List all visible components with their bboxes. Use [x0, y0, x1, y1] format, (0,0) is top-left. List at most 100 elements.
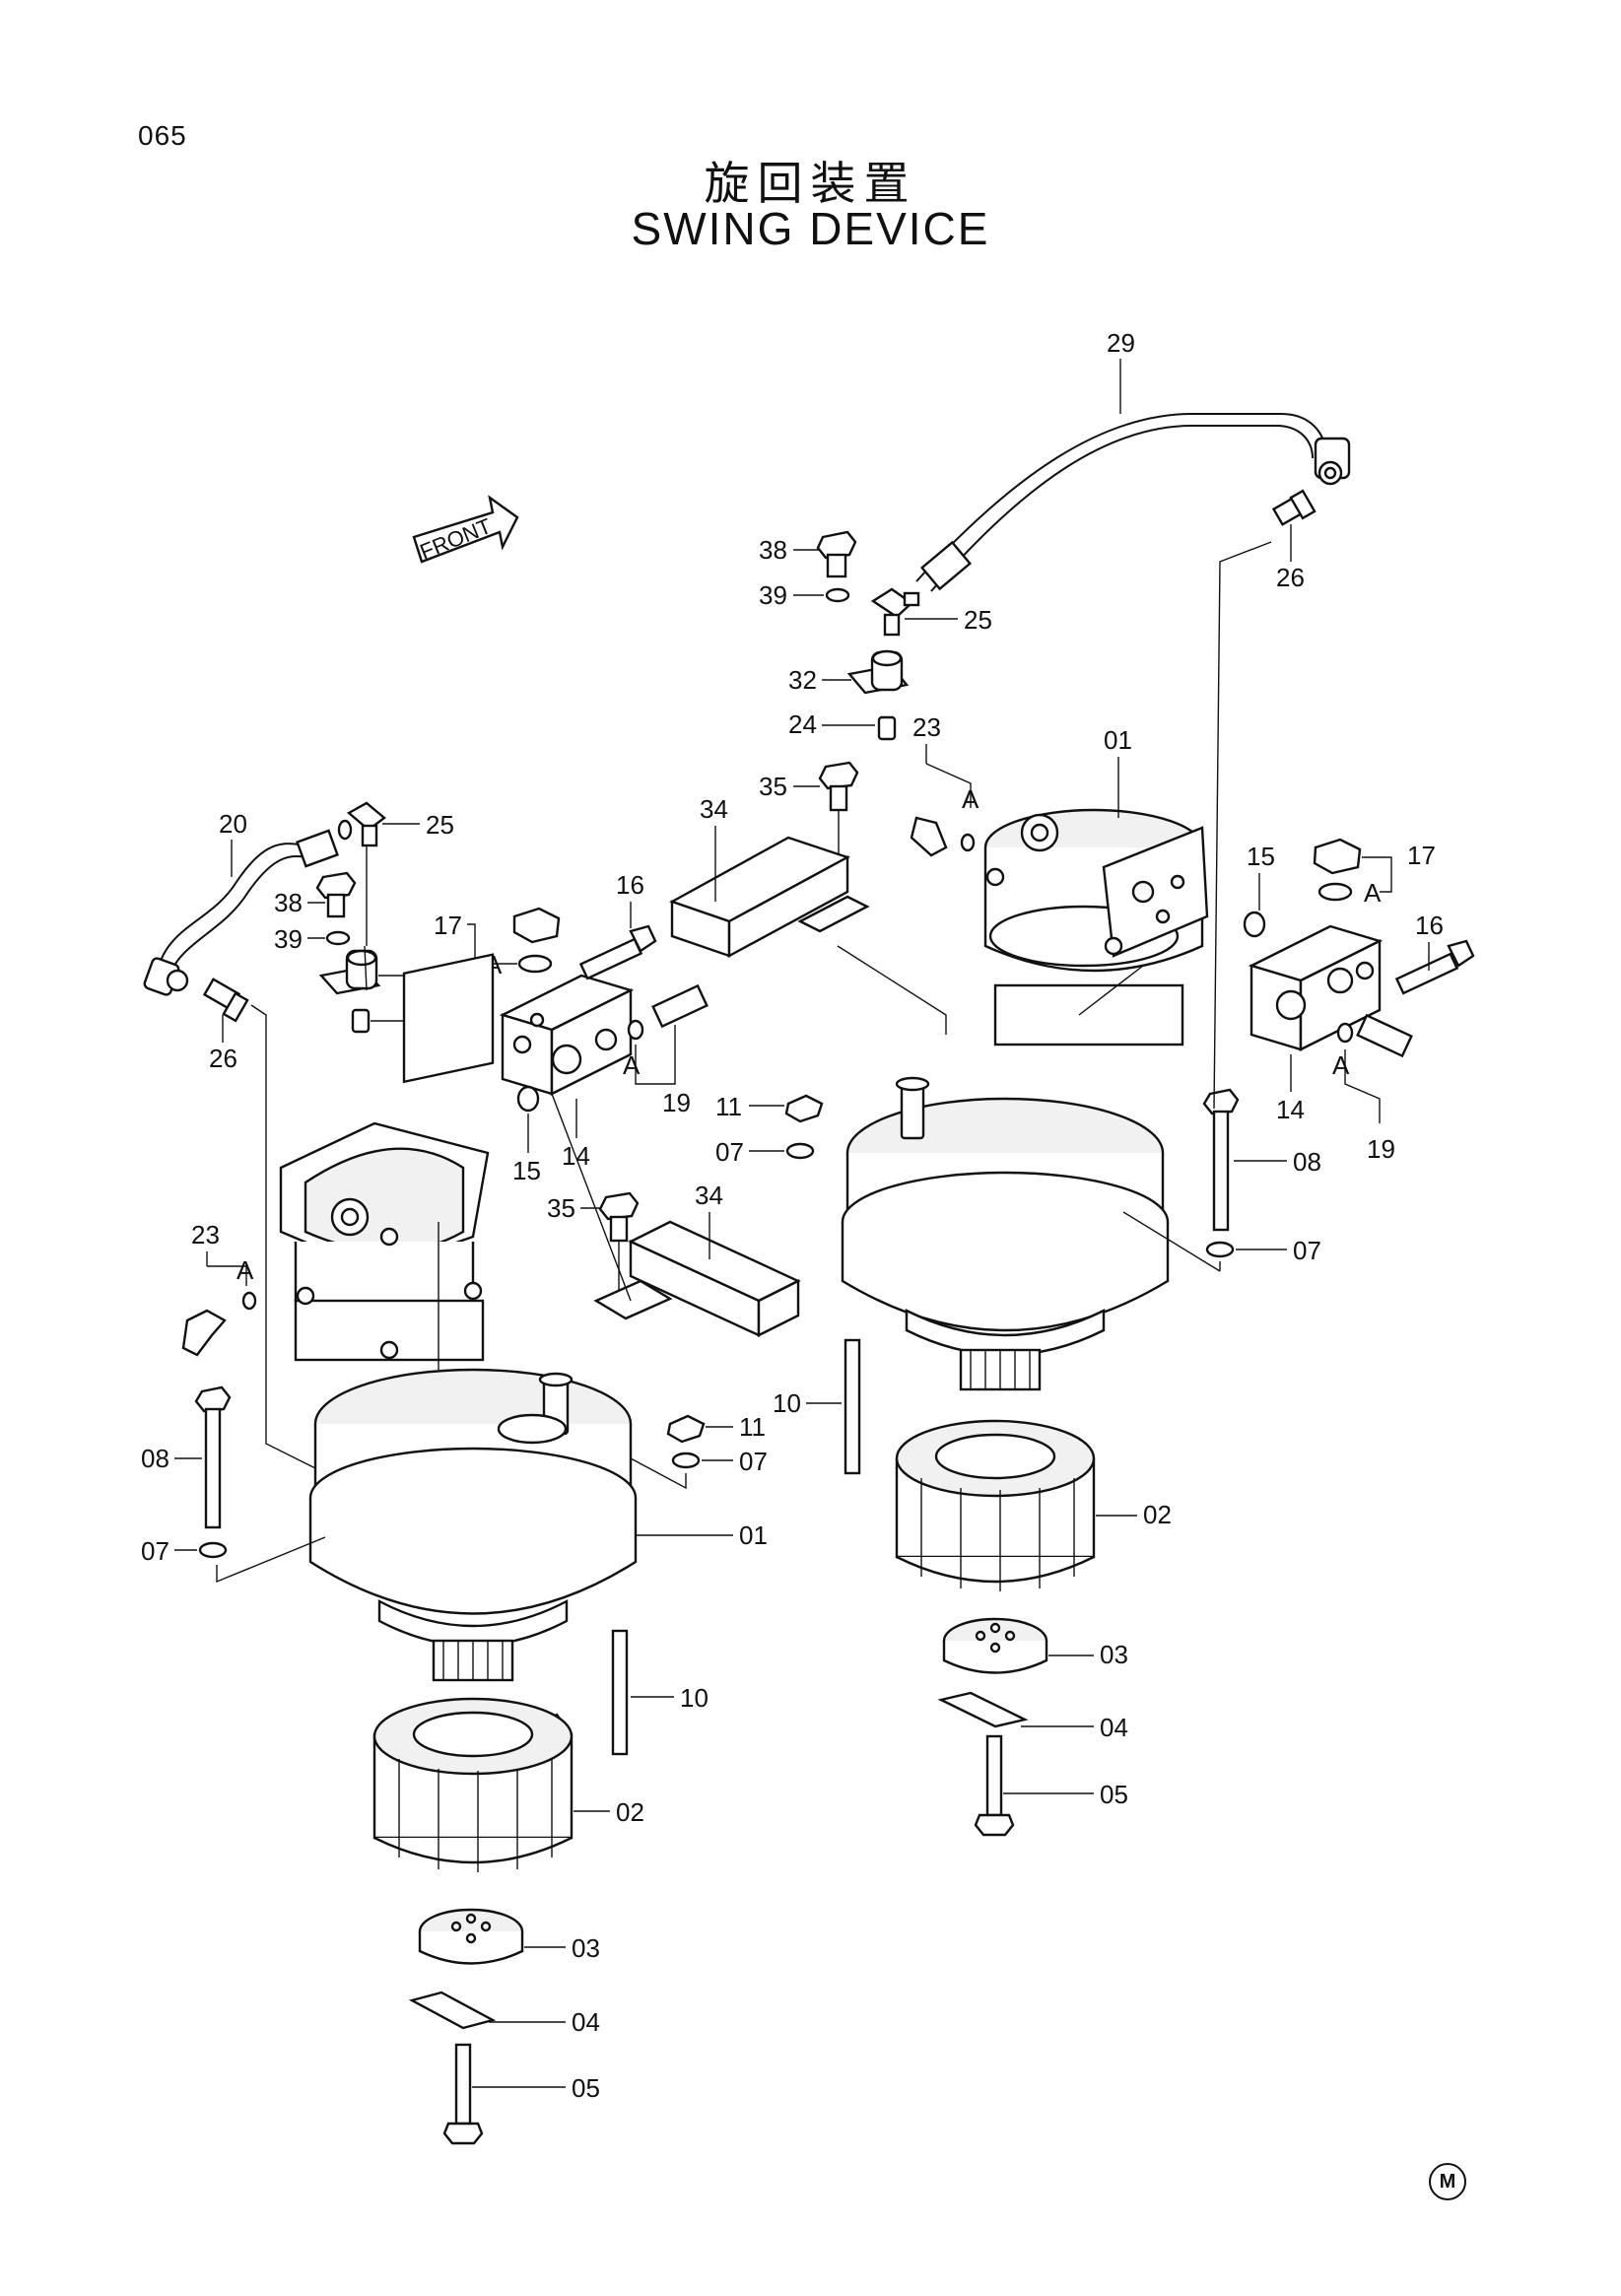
bolt-05-lower — [442, 2043, 484, 2145]
callout-20: 20 — [219, 809, 247, 839]
page-title-japanese: 旋回装置 — [704, 158, 917, 209]
bolt-05-upper — [974, 1734, 1015, 1837]
callout-a-right-bottom: A — [1332, 1050, 1350, 1080]
callout-15-left: 15 — [512, 1156, 541, 1185]
swing-motor-01-lower — [279, 953, 495, 1362]
page-title-english: SWING DEVICE — [631, 203, 990, 254]
callout-26-upper: 26 — [1276, 563, 1305, 592]
elbow-fitting-23-upper — [910, 816, 976, 857]
swing-motor-01-upper — [983, 808, 1209, 1047]
bolt-16-left — [578, 924, 657, 980]
callout-01-lower: 01 — [739, 1520, 768, 1550]
callout-05-upper: 05 — [1100, 1780, 1128, 1809]
plug-24-upper — [877, 715, 897, 741]
manifold-block-14-right — [1248, 924, 1384, 1051]
callout-11-upper: 11 — [715, 1092, 742, 1121]
nut-11-lower — [666, 1414, 706, 1444]
washer-39-upper — [825, 587, 850, 603]
callout-38-lower: 38 — [274, 888, 303, 917]
pinion-gear-02-lower — [372, 1697, 574, 1872]
callout-04-lower: 04 — [572, 2007, 600, 2037]
lock-plate-04-upper — [937, 1691, 1029, 1728]
callout-19-left: 19 — [662, 1088, 691, 1117]
callout-07-lower-a: 07 — [739, 1447, 768, 1476]
bolt-35-upper — [818, 761, 859, 812]
page-number: 065 — [138, 120, 187, 151]
fitting-19-left — [627, 983, 709, 1041]
callout-16-left: 16 — [616, 870, 644, 900]
washer-07-upper-a — [785, 1142, 815, 1160]
fitting-26-upper — [1271, 489, 1317, 526]
callout-25-upper: 25 — [964, 605, 992, 635]
callout-23-lower: 23 — [191, 1220, 220, 1249]
callout-14-right: 14 — [1276, 1095, 1305, 1124]
elbow-25-lower — [337, 801, 386, 847]
callout-23-upper: 23 — [912, 712, 941, 742]
reduction-gear-lower — [308, 1368, 638, 1682]
lock-plate-04-lower — [408, 1991, 497, 2030]
callout-39-upper: 39 — [759, 580, 787, 610]
callout-07-upper-a: 07 — [715, 1137, 744, 1167]
o-ring-15-left — [516, 1085, 540, 1113]
front-direction-arrow: FRONT — [412, 495, 519, 565]
retainer-plate-03-upper — [942, 1617, 1048, 1674]
bolt-16-right — [1394, 939, 1475, 995]
callout-08-lower: 08 — [141, 1444, 169, 1473]
callout-15-right: 15 — [1247, 842, 1275, 871]
bolt-38-lower — [315, 871, 357, 918]
callout-19-right: 19 — [1367, 1134, 1395, 1164]
front-label: FRONT — [417, 513, 496, 565]
elbow-fitting-23-lower — [181, 1291, 257, 1357]
callout-16-right: 16 — [1415, 911, 1444, 940]
pinion-gear-02-upper — [895, 1419, 1096, 1591]
callout-26-lower: 26 — [209, 1044, 237, 1073]
callout-02-upper: 02 — [1143, 1500, 1172, 1529]
retainer-plate-03-lower — [418, 1908, 524, 1965]
callout-10-upper: 10 — [773, 1388, 801, 1418]
hose-29 — [915, 413, 1351, 592]
washer-39-lower — [325, 930, 351, 946]
reduction-gear-upper — [841, 1076, 1170, 1391]
callout-25-lower: 25 — [426, 810, 454, 840]
callout-34-upper: 34 — [700, 794, 728, 824]
o-ring-15-right — [1243, 911, 1266, 938]
callout-38-upper: 38 — [759, 535, 787, 565]
clamp-32-upper — [846, 649, 910, 695]
stud-10-upper — [844, 1338, 861, 1475]
washer-07-upper-b — [1205, 1241, 1235, 1258]
bolt-35-lower — [598, 1191, 640, 1243]
manifold-block-14-left — [499, 974, 635, 1096]
washer-07-lower-b — [198, 1541, 228, 1559]
callout-08-upper: 08 — [1293, 1147, 1321, 1177]
callout-35-upper: 35 — [759, 772, 787, 801]
callout-10-lower: 10 — [680, 1683, 709, 1713]
callout-34-lower: 34 — [695, 1181, 723, 1210]
shim-block-34-upper — [669, 836, 870, 959]
elbow-25-upper — [870, 587, 920, 637]
plug-17-left — [512, 907, 561, 974]
callout-05-lower: 05 — [572, 2073, 600, 2103]
nut-11-upper — [784, 1094, 824, 1123]
bolt-08-upper — [1202, 1088, 1240, 1232]
hose-20 — [143, 829, 339, 996]
callout-02-lower: 02 — [616, 1797, 644, 1827]
stud-10-lower — [611, 1629, 629, 1756]
callout-a-left-bottom: A — [623, 1050, 641, 1080]
m-mark: M — [1429, 2163, 1466, 2200]
callout-04-upper: 04 — [1100, 1713, 1128, 1742]
callout-39-lower: 39 — [274, 924, 303, 954]
callout-17-left: 17 — [434, 911, 462, 940]
callout-32-upper: 32 — [788, 665, 817, 695]
callout-a-right-top: A — [1364, 878, 1382, 908]
bolt-08-lower — [194, 1385, 232, 1529]
callout-01-upper: 01 — [1104, 725, 1132, 755]
callout-07-lower-b: 07 — [141, 1536, 169, 1566]
clamp-32-lower — [318, 949, 381, 995]
callout-07-upper-b: 07 — [1293, 1236, 1321, 1265]
callout-24-upper: 24 — [788, 709, 817, 739]
callout-29: 29 — [1107, 328, 1135, 358]
fitting-26-lower — [202, 978, 249, 1023]
plug-17-right — [1313, 838, 1362, 902]
callout-17-right: 17 — [1407, 841, 1436, 870]
callout-11-lower: 11 — [739, 1412, 766, 1442]
